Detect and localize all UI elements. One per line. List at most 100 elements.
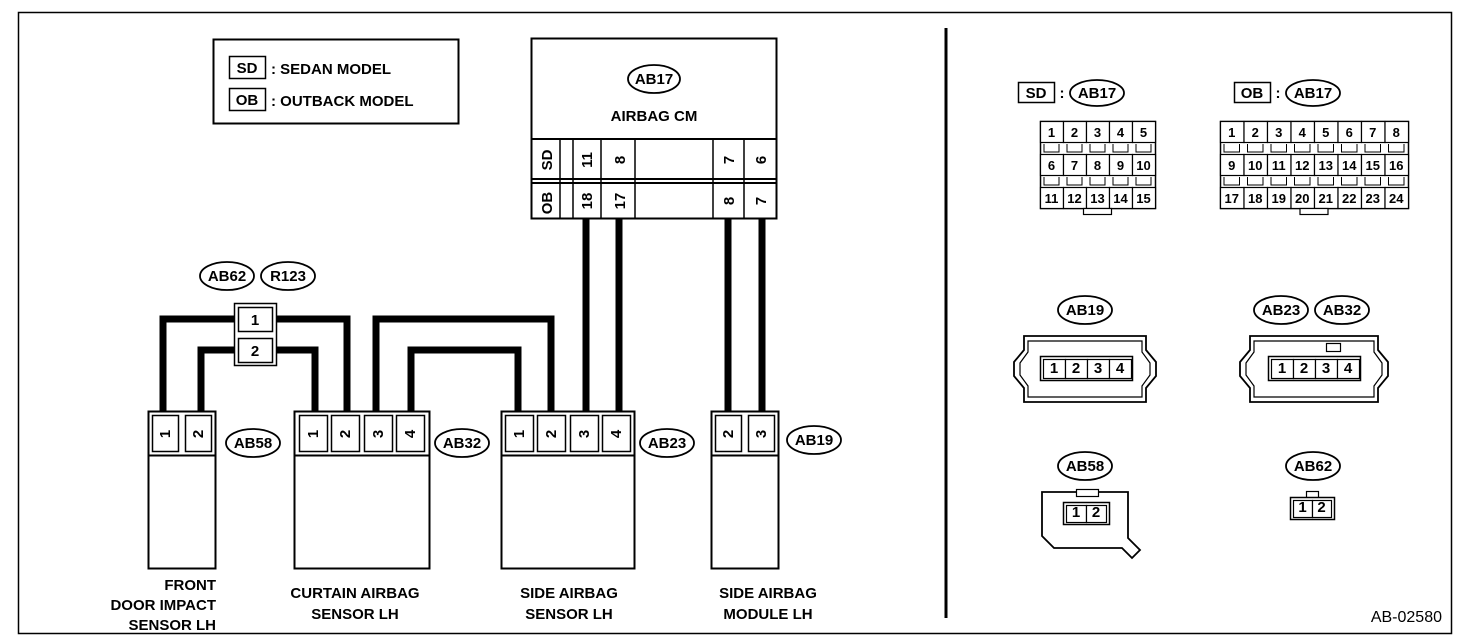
sd-ab17-pin-label: 9 xyxy=(1117,158,1124,173)
ab32-tag: AB32 xyxy=(443,435,481,452)
cm-sd-row-model: SD xyxy=(539,149,556,170)
junction-tag-r123: R123 xyxy=(270,268,306,285)
sd-ab17-latch xyxy=(1112,144,1129,153)
ob-ab17-latch xyxy=(1341,144,1358,153)
ob-ab17-latch xyxy=(1247,177,1264,186)
wire-harness xyxy=(159,219,766,413)
ab23-ab32-view-pin-label: 2 xyxy=(1300,360,1308,377)
ab58-tag: AB58 xyxy=(234,435,272,452)
component-ab32: 1 2 3 4 AB32 CURTAIN AIRBAG SENSOR LH xyxy=(290,410,490,623)
sd-ab17-pin-label: 2 xyxy=(1071,125,1078,140)
ab58-view-tag: AB58 xyxy=(1066,458,1104,475)
ob-ab17-pin-label: 9 xyxy=(1228,158,1235,173)
sd-ab17-pin-label: 1 xyxy=(1048,125,1055,140)
cm-sd-pin: 11 xyxy=(579,152,596,168)
sd-ab17-latch xyxy=(1135,177,1152,186)
ob-ab17-pin-label: 10 xyxy=(1248,158,1262,173)
ob-ab17-pin-cell xyxy=(1384,186,1410,210)
cm-ob-pin: 17 xyxy=(612,193,629,210)
ob-ab17-pin-label: 14 xyxy=(1342,158,1357,173)
ob-ab17-pin-label: 16 xyxy=(1389,158,1403,173)
legend-sd-badge: SD xyxy=(237,60,258,77)
ob-ab17-key xyxy=(1299,207,1329,216)
sd-ab17-pin-label: 5 xyxy=(1140,125,1147,140)
sd-ab17-pin-label: 11 xyxy=(1045,191,1059,206)
ob-ab17-pin-label: 22 xyxy=(1342,191,1356,206)
sd-ab17-latch xyxy=(1112,177,1129,186)
sd-ab17-pin-label: 8 xyxy=(1094,158,1101,173)
ob-ab17-latch xyxy=(1317,177,1334,186)
ob-ab17-latch xyxy=(1247,144,1264,153)
cm-ob-row-model: OB xyxy=(539,192,556,215)
ab19-tag: AB19 xyxy=(795,432,833,449)
ab19-view-pin-label: 2 xyxy=(1072,360,1080,377)
ob-ab17-pin-label: 2 xyxy=(1252,125,1259,140)
cm-sd-pin: 6 xyxy=(753,156,770,164)
airbag-cm-label: AIRBAG CM xyxy=(611,108,698,125)
ab23-pin: 4 xyxy=(608,429,625,438)
ab19-view-tag: AB19 xyxy=(1066,302,1104,319)
ab19-view-pin-label: 1 xyxy=(1050,360,1058,377)
ob-ab17-pin-label: 6 xyxy=(1346,125,1353,140)
ab23-pin: 3 xyxy=(576,430,593,438)
sd-ab17-pin-label: 15 xyxy=(1136,191,1150,206)
ab32-pin: 4 xyxy=(402,429,419,438)
ob-ab17-latch xyxy=(1388,144,1405,153)
ob-ab17-pin-label: 4 xyxy=(1299,125,1307,140)
ob-ab17-pin-label: 23 xyxy=(1366,191,1380,206)
junction-pin: 1 xyxy=(251,312,259,329)
ab32-pin: 3 xyxy=(370,430,387,438)
sd-ab17-pin-label: 12 xyxy=(1067,191,1081,206)
sd-ab17-pin-label: 13 xyxy=(1090,191,1104,206)
ob-ab17-pin-cell xyxy=(1384,153,1410,177)
ab23-ab32-view-pin-label: 3 xyxy=(1322,360,1330,377)
ob-ab17-pin-label: 20 xyxy=(1295,191,1309,206)
sd-ab17-pin-label: 4 xyxy=(1117,125,1125,140)
ab19-label: SIDE AIRBAG xyxy=(719,585,817,602)
sd-ab17-pin-label: 7 xyxy=(1071,158,1078,173)
junction-tag-ab62: AB62 xyxy=(208,268,246,285)
ab58-view-pin-label: 1 xyxy=(1072,504,1080,521)
ob-ab17-latch xyxy=(1223,177,1240,186)
ab32-pin: 2 xyxy=(337,430,354,438)
ab32-pin: 1 xyxy=(305,430,322,438)
ab19-view-pin-label: 3 xyxy=(1094,360,1102,377)
ab23-tag: AB23 xyxy=(648,435,686,452)
legend-sd-text: : SEDAN MODEL xyxy=(271,61,391,78)
ob-ab17-pin-label: 8 xyxy=(1393,125,1400,140)
wire-ab32-4-to-ab23-1 xyxy=(407,346,522,413)
airbag-cm: AB17 AIRBAG CM SD OB 11 8 7 6 18 17 8 7 xyxy=(530,37,778,220)
ob-ab17-latch xyxy=(1294,177,1311,186)
ab62-view-pin-label: 1 xyxy=(1298,499,1306,516)
ab23-pin: 1 xyxy=(511,430,528,438)
ob-ab17-latch xyxy=(1364,177,1381,186)
cm-sd-pin: 8 xyxy=(612,156,629,164)
sd-ab17-latch xyxy=(1066,144,1083,153)
ab19-pin: 3 xyxy=(753,430,770,438)
sd-ab17-key xyxy=(1082,207,1113,216)
ob-ab17-tag: AB17 xyxy=(1294,85,1332,102)
sd-ab17-tag: AB17 xyxy=(1078,85,1116,102)
wire-ab58-1-to-junction-1 xyxy=(159,315,236,413)
ab19-label: MODULE LH xyxy=(723,606,812,623)
ob-ab17-sep: : xyxy=(1276,85,1281,102)
ob-ab17-pin-label: 11 xyxy=(1272,158,1286,173)
sd-ab17-latch xyxy=(1089,144,1106,153)
ob-ab17-model: OB xyxy=(1241,85,1264,102)
sd-ab17-latch xyxy=(1066,177,1083,186)
sd-ab17-pin-label: 6 xyxy=(1048,158,1055,173)
component-ab58: 1 2 AB58 FRONT DOOR IMPACT SENSOR LH xyxy=(110,410,281,634)
ob-ab17-pin-label: 12 xyxy=(1295,158,1309,173)
ab58-view-pin-label: 2 xyxy=(1092,504,1100,521)
sd-ab17-latch xyxy=(1043,144,1060,153)
sd-ab17-latch xyxy=(1135,144,1152,153)
ab23-ab32-view-pin-cell xyxy=(1336,358,1361,380)
ab19-view-pin-label: 4 xyxy=(1116,360,1125,377)
